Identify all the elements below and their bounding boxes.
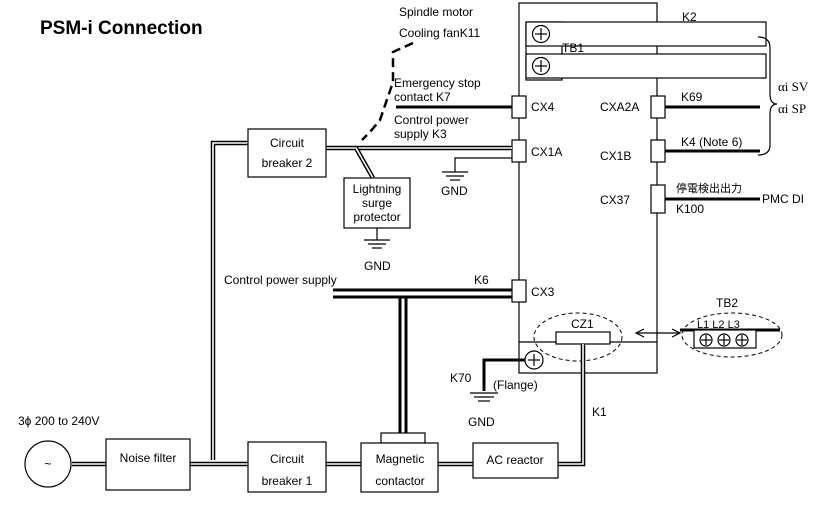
cz1-highlight — [533, 312, 623, 362]
gnd-label-surge-protector: GND — [364, 259, 391, 273]
cx1a-connector[interactable] — [511, 139, 527, 163]
k3-power-wiring — [210, 140, 512, 460]
circuit-breaker-2-line-2: breaker 2 — [262, 156, 313, 170]
k70-label: K70 — [450, 371, 472, 385]
noise-filter-block — [105, 438, 191, 491]
k70-ground-wire — [470, 358, 525, 402]
magnetic-contactor-line-1: Magnetic — [376, 452, 425, 466]
cxa2a-label: CXA2A — [600, 100, 639, 114]
magnetic-contactor-block — [360, 442, 439, 493]
emergency-stop-label-1: Emergency stop — [394, 76, 481, 90]
ac-power-source — [24, 440, 72, 488]
gnd-label-cx1a: GND — [441, 184, 468, 198]
cx37-label: CX37 — [600, 193, 630, 207]
ai-sv-label: αi SV — [778, 79, 809, 94]
circuit-breaker-1-line-1: Circuit — [270, 452, 305, 466]
cx4-connector[interactable] — [511, 95, 527, 119]
cx3-connector[interactable] — [511, 279, 527, 303]
gnd-label-flange: GND — [468, 415, 495, 429]
emergency-stop-label-2: contact K7 — [394, 90, 451, 104]
k2-label: K2 — [682, 10, 697, 24]
tb2-highlight — [681, 312, 783, 358]
cz1-label: CZ1 — [571, 317, 594, 331]
cx4-label: CX4 — [531, 100, 555, 114]
k100-label: K100 — [676, 202, 704, 216]
ac-reactor-label: AC reactor — [486, 453, 543, 467]
magnetic-contactor-line-2: contactor — [375, 474, 424, 488]
ac-symbol: ~ — [44, 457, 51, 471]
cooling-fan-label: Cooling fanK11 — [399, 26, 480, 40]
control-power-supply-label: Control power supply — [224, 273, 337, 287]
spindle-motor-label: Spindle motor — [399, 5, 473, 19]
gnd-symbol-cx1a — [442, 157, 512, 181]
cz1-tb2-arrow — [634, 328, 682, 338]
noise-filter-label: Noise filter — [120, 451, 177, 465]
control-power-k3-label-2: supply K3 — [394, 127, 447, 141]
k11-cooling-fan-wire — [361, 41, 414, 141]
k6-label: K6 — [474, 273, 489, 287]
tb2-terminal-screws — [699, 333, 749, 347]
magnetic-contactor-coil — [380, 432, 426, 444]
surge-protector-line-2: surge — [362, 196, 392, 210]
k1-label: K1 — [592, 405, 607, 419]
k4-label: K4 (Note 6) — [681, 135, 742, 149]
k6-power-wiring — [333, 288, 512, 433]
control-power-k3-label-1: Control power — [394, 113, 469, 127]
ai-sp-label: αi SP — [778, 101, 806, 116]
cx3-label: CX3 — [531, 285, 555, 299]
circuit-breaker-2-line-1: Circuit — [270, 136, 305, 150]
diagram-title: PSM-i Connection — [40, 18, 203, 39]
circuit-breaker-2-block — [247, 128, 327, 178]
circuit-breaker-1-block — [247, 441, 327, 493]
cx1a-label: CX1A — [531, 145, 562, 159]
surge-protector-line-1: Lightning — [353, 182, 402, 196]
gnd-symbol-surge-protector — [364, 228, 390, 249]
circuit-breaker-1-line-2: breaker 1 — [262, 474, 313, 488]
lightning-surge-protector-block — [343, 177, 411, 229]
cx37-connector[interactable] — [650, 184, 666, 214]
flange-label: (Flange) — [493, 378, 538, 392]
power-fail-output-label: 停電検出出力 — [676, 181, 742, 195]
cxa2a-connector[interactable] — [650, 95, 666, 119]
tb1-label: TB1 — [562, 41, 584, 55]
cx1b-label: CX1B — [600, 149, 631, 163]
k1-main-power-wiring — [72, 344, 586, 467]
tb2-label: TB2 — [716, 296, 738, 310]
ac-reactor-block — [472, 442, 559, 479]
k69-label: K69 — [681, 90, 703, 104]
amplifier-brace — [757, 36, 778, 156]
tb2-terminals-label: L1 L2 L3 — [697, 319, 740, 331]
power-source-label: 3ϕ 200 to 240V — [18, 414, 99, 428]
cz1-connector[interactable] — [555, 331, 611, 345]
tb1-terminal-block — [525, 21, 767, 81]
surge-protector-line-3: protector — [353, 210, 400, 224]
cx1b-connector[interactable] — [650, 139, 666, 163]
pmc-di-label: PMC DI — [762, 192, 804, 206]
